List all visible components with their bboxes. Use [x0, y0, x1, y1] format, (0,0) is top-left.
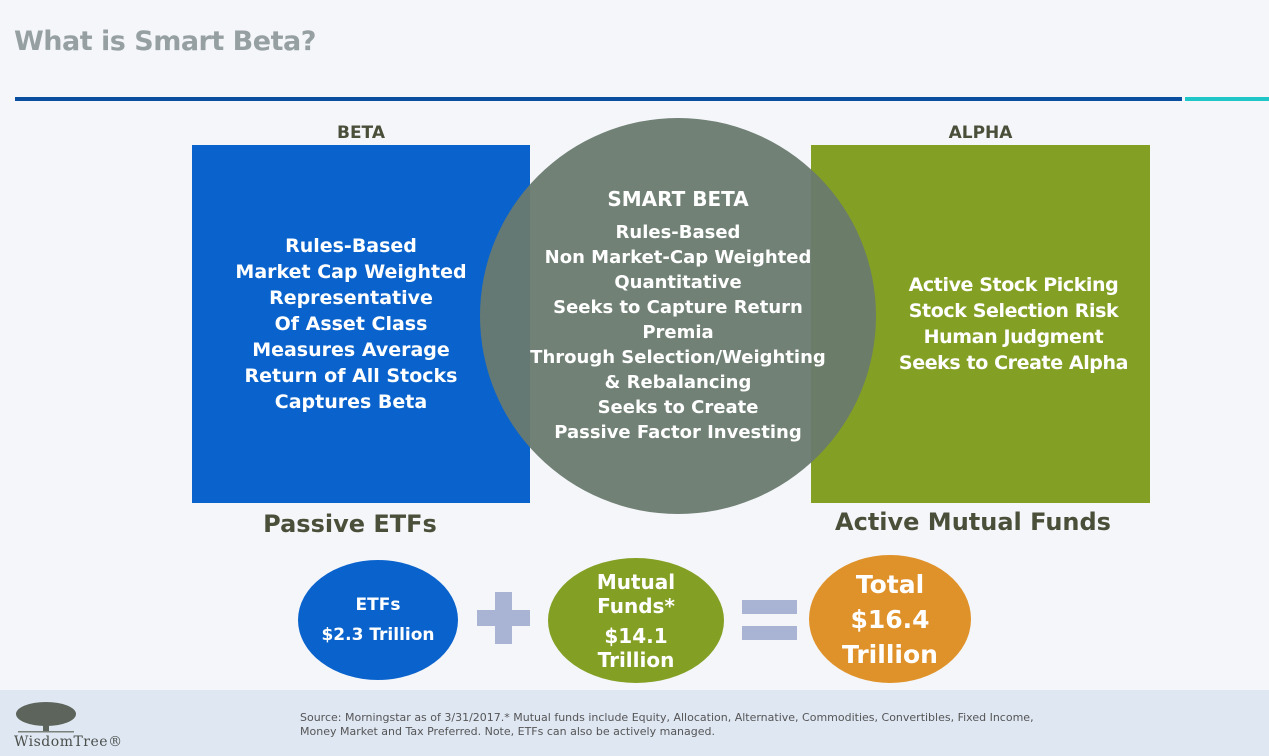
smart-beta-line: Non Market-Cap Weighted: [544, 247, 812, 268]
alpha-line: Human Judgment: [923, 326, 1104, 348]
alpha-line: Stock Selection Risk: [908, 300, 1119, 322]
title-divider-accent: [1185, 97, 1269, 101]
etfs-ellipse: ETFs $2.3 Trillion: [298, 560, 458, 680]
mutual-label: Funds*: [597, 593, 675, 618]
equals-icon: [742, 600, 797, 614]
smart-beta-line: Rules-Based: [615, 222, 741, 243]
total-ellipse: Total $16.4 Trillion: [809, 555, 971, 683]
smart-beta-line: Passive Factor Investing: [554, 422, 802, 443]
page-title: What is Smart Beta?: [14, 26, 316, 57]
smart-beta-line: Seeks to Create: [597, 397, 759, 418]
tree-logo-icon: [16, 702, 76, 733]
total-label: Total: [855, 569, 925, 599]
passive-etfs-caption: Passive ETFs: [263, 510, 437, 538]
beta-box: Rules-Based Market Cap Weighted Represen…: [192, 145, 530, 503]
beta-line: Captures Beta: [274, 391, 428, 413]
mutual-label: Mutual: [596, 569, 676, 594]
mutual-funds-ellipse: Mutual Funds* $14.1 Trillion: [548, 558, 724, 683]
title-divider: [15, 97, 1182, 101]
beta-line: Market Cap Weighted: [235, 261, 467, 283]
alpha-label: ALPHA: [948, 123, 1013, 143]
source-line: Money Market and Tax Preferred. Note, ET…: [300, 725, 716, 738]
footer: [0, 690, 1269, 756]
beta-line: Return of All Stocks: [244, 365, 458, 387]
plus-icon-vertical: [495, 592, 512, 644]
beta-line: Measures Average: [252, 339, 450, 361]
mutual-value-unit: Trillion: [597, 647, 675, 672]
smart-beta-line: Seeks to Capture Return: [553, 297, 803, 318]
beta-label: BETA: [336, 123, 385, 143]
smart-beta-line: & Rebalancing: [604, 372, 752, 393]
smart-beta-line: Quantitative: [614, 272, 742, 293]
total-value-unit: Trillion: [842, 639, 938, 669]
alpha-box: Active Stock Picking Stock Selection Ris…: [811, 145, 1150, 503]
smart-beta-line: Premia: [642, 322, 714, 343]
beta-line: Representative: [269, 287, 433, 309]
smart-beta-line: Through Selection/Weighting: [530, 347, 826, 368]
wisdomtree-logo: WisdomTree®: [14, 734, 123, 750]
alpha-line: Active Stock Picking: [908, 274, 1119, 296]
smart-beta-circle: SMART BETA Rules-Based Non Market-Cap We…: [480, 118, 876, 514]
source-note: Source: Morningstar as of 3/31/2017.* Mu…: [300, 711, 1120, 739]
mutual-value: $14.1: [604, 623, 668, 648]
beta-line: Rules-Based: [285, 235, 417, 257]
total-value: $16.4: [850, 604, 930, 634]
equals-icon-bottom: [742, 626, 797, 640]
alpha-line: Seeks to Create Alpha: [898, 352, 1129, 374]
source-line: Source: Morningstar as of 3/31/2017.* Mu…: [300, 711, 1034, 724]
smart-beta-heading: SMART BETA: [607, 187, 749, 211]
active-mutual-funds-caption: Active Mutual Funds: [835, 508, 1111, 536]
etfs-value: $2.3 Trillion: [321, 625, 435, 645]
etfs-label: ETFs: [355, 595, 401, 615]
beta-line: Of Asset Class: [274, 313, 428, 335]
